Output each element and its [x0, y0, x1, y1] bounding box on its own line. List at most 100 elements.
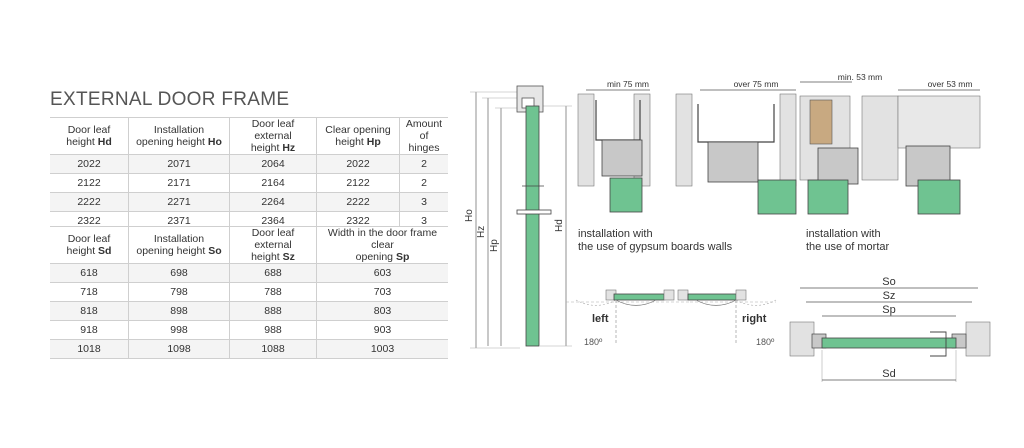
wall-panel	[577, 93, 595, 187]
frame-profile	[707, 141, 759, 183]
door-leaf-plan	[821, 337, 957, 349]
table-cell: 618	[50, 263, 129, 283]
door-leaf-detail	[757, 179, 797, 215]
swing-arc-180	[575, 299, 617, 306]
header-text: hinges	[408, 142, 440, 154]
label-sp: Sp	[882, 304, 895, 316]
wall-panel	[675, 93, 693, 187]
header-symbol: Sd	[98, 245, 112, 257]
table-cell: 2122	[50, 173, 129, 193]
wall-stub	[735, 289, 747, 301]
swing-right-angle: 180º	[756, 337, 775, 347]
table-cell: 918	[50, 320, 129, 340]
swing-left-label: left	[592, 313, 609, 325]
caption-mortar: installation with the use of mortar	[806, 228, 889, 254]
door-leaf-plan	[687, 293, 737, 301]
masonry-wall	[861, 95, 899, 181]
wall-stub	[605, 289, 617, 301]
frame-jamb-right	[951, 333, 967, 349]
table-cell: 803	[316, 301, 448, 321]
table-cell: 1018	[50, 339, 129, 359]
header-text: Door leaf	[67, 124, 111, 136]
table-cell: 898	[128, 301, 230, 321]
swing-arc	[615, 299, 657, 306]
dim-min53-label: min. 53 mm	[838, 72, 882, 82]
header-text: height	[66, 136, 98, 148]
label-ho: Ho	[464, 209, 475, 222]
header-text: opening height	[136, 245, 209, 257]
header-text: Door leaf external	[251, 227, 295, 251]
caption-line: the use of mortar	[806, 241, 890, 253]
header-text: Width in the door frame clear	[327, 227, 438, 251]
table-cell: 2264	[229, 192, 317, 212]
door-leaf-detail	[807, 179, 849, 215]
header-symbol: Ho	[207, 136, 222, 148]
dim-min75-label: min 75 mm	[607, 79, 649, 89]
table-cell: 3	[399, 192, 448, 212]
header-text: Installation	[153, 124, 205, 136]
frame-profile	[817, 147, 859, 185]
header-text: opening	[355, 251, 396, 263]
table-cell: 1088	[229, 339, 317, 359]
label-hd: Hd	[554, 219, 565, 232]
table-cell: 903	[316, 320, 448, 340]
header-symbol: Hd	[97, 136, 112, 148]
table-cell: 2271	[128, 192, 230, 212]
swing-arc	[695, 299, 737, 306]
table-cell: 2064	[229, 154, 317, 174]
table-cell: 2022	[316, 154, 400, 174]
door-handle-plan	[930, 331, 947, 357]
table-cell: 2	[399, 154, 448, 174]
header-text: Door leaf external	[251, 118, 295, 142]
door-handle-section	[516, 209, 552, 215]
table-cell: 2222	[50, 192, 129, 212]
door-leaf-section	[525, 105, 540, 347]
frame-profile	[905, 145, 951, 187]
table-cell: 888	[229, 301, 317, 321]
label-sz: Sz	[883, 290, 896, 302]
table-cell: 718	[50, 282, 129, 302]
wall-panel	[633, 93, 651, 187]
detail-mortar-min53: min. 53 mm	[799, 72, 882, 215]
wall-jamb-right	[965, 321, 991, 357]
table-cell: 818	[50, 301, 129, 321]
table-cell: 703	[316, 282, 448, 302]
swing-left-angle: 180º	[584, 337, 603, 347]
wall-stub	[677, 289, 689, 301]
wall-stub	[663, 289, 675, 301]
masonry-wall	[799, 95, 851, 181]
table-cell: 1003	[316, 339, 448, 359]
caption-line: installation with	[806, 228, 881, 240]
wall-jamb-left	[789, 321, 815, 357]
label-hp: Hp	[489, 239, 500, 252]
table-cell: 798	[128, 282, 230, 302]
header-text: Installation	[153, 233, 205, 245]
table-cell: 688	[229, 263, 317, 283]
table-cell: 2022	[50, 154, 129, 174]
frame-head	[516, 85, 544, 113]
metal-stud	[697, 104, 775, 143]
header-text: height	[250, 142, 283, 154]
caption-line: the use of gypsum boards walls	[578, 241, 733, 253]
header-symbol: So	[208, 245, 222, 257]
wall-face	[897, 95, 981, 149]
header-text: Clear opening	[325, 124, 391, 136]
table-cell: 2222	[316, 192, 400, 212]
table-cell: 2122	[316, 173, 400, 193]
anchor-block	[809, 99, 833, 145]
table-cell: 988	[229, 320, 317, 340]
plan-view-drawing: So Sz Sp Sd	[789, 276, 991, 382]
table-cell: 998	[128, 320, 230, 340]
